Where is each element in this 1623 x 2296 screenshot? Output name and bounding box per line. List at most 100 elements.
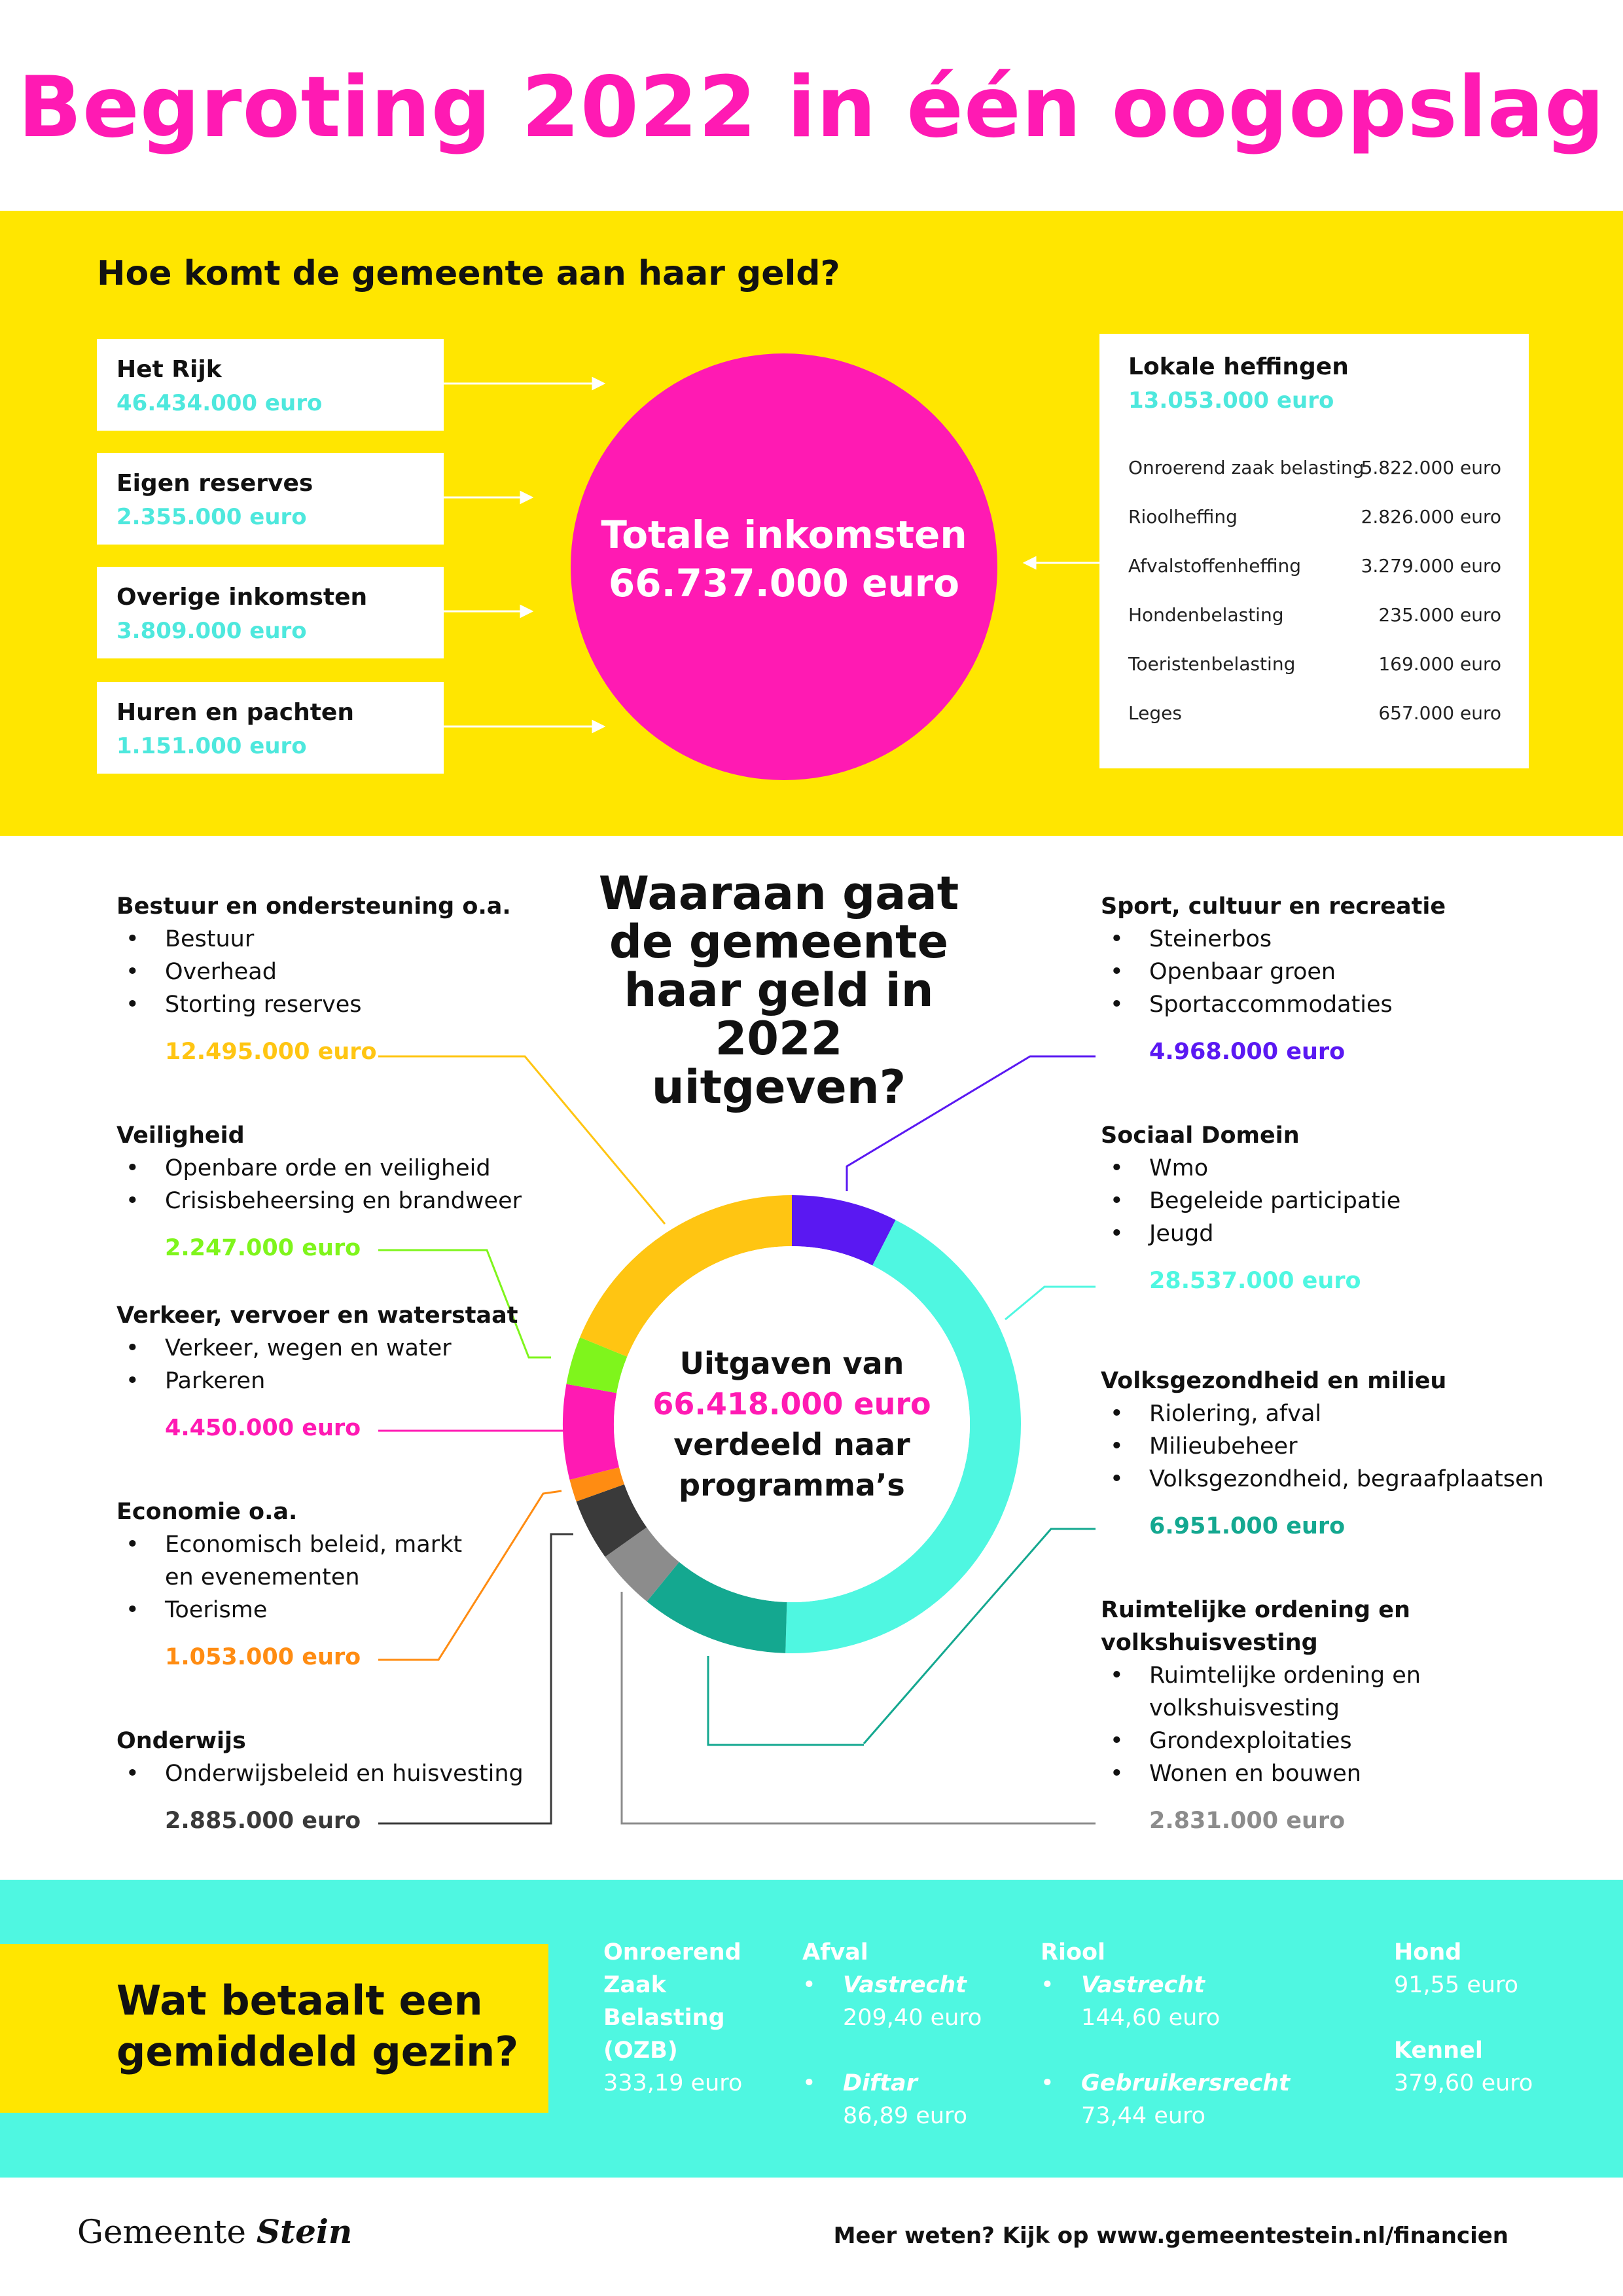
household-value: 144,60 euro xyxy=(1081,2005,1221,2031)
program-value: 28.537.000 euro xyxy=(1149,1268,1361,1294)
program-item: Begeleide participatie xyxy=(1101,1185,1400,1217)
program-item: Milieubeheer xyxy=(1101,1430,1544,1463)
heffingen-row-value: 5.822.000 euro xyxy=(1361,457,1501,478)
household-value: 86,89 euro xyxy=(843,2103,968,2129)
income-source-value: 3.809.000 euro xyxy=(116,618,307,644)
heffingen-row-label: Onroerend zaak belasting xyxy=(1128,457,1364,478)
income-source-label: Overige inkomsten xyxy=(116,584,368,611)
total-income-circle xyxy=(571,353,997,780)
donut-slice xyxy=(576,1484,647,1557)
program-item: Jeugd xyxy=(1101,1217,1400,1250)
donut-center-text: Uitgaven van 66.418.000 euro verdeeld na… xyxy=(628,1343,955,1505)
more-info-link[interactable]: Meer weten? Kijk op www.gemeentestein.nl… xyxy=(833,2223,1508,2249)
household-value: 91,55 euro xyxy=(1394,1972,1519,1998)
donut-slice xyxy=(566,1337,628,1393)
bullet: • xyxy=(802,2070,816,2096)
program-title: Volksgezondheid en milieu xyxy=(1101,1368,1447,1394)
household-label: Hond xyxy=(1394,1939,1462,1965)
bullet: • xyxy=(1041,1972,1054,1998)
program-title: Onderwijs xyxy=(116,1728,246,1754)
program-item: Ruimtelijke ordening en volkshuisvesting xyxy=(1101,1659,1424,1725)
household-value: 73,44 euro xyxy=(1081,2103,1206,2129)
program-value: 4.968.000 euro xyxy=(1149,1039,1346,1065)
expenses-heading-line: uitgeven? xyxy=(651,1060,906,1114)
bullet: • xyxy=(802,1972,816,1998)
program-sport: Sport, cultuur en recreatie Steinerbos O… xyxy=(1101,890,1446,1068)
program-value: 6.951.000 euro xyxy=(1149,1513,1346,1539)
income-source-eigen-reserves: Eigen reserves 2.355.000 euro xyxy=(97,453,444,545)
program-item: Steinerbos xyxy=(1101,923,1446,956)
program-item: Parkeren xyxy=(116,1365,518,1397)
household-sublabel: Diftar xyxy=(843,2070,918,2096)
leader-line xyxy=(378,1533,573,1825)
expenses-heading-line: de gemeente xyxy=(609,915,949,969)
leader-line xyxy=(1005,1285,1096,1321)
household-value: 379,60 euro xyxy=(1394,2070,1533,2096)
household-sublabel: Vastrecht xyxy=(843,1972,967,1998)
program-title: Sport, cultuur en recreatie xyxy=(1101,893,1446,920)
donut-center-line: Uitgaven van xyxy=(679,1346,904,1381)
donut-slices xyxy=(562,1195,1021,1653)
income-heading: Hoe komt de gemeente aan haar geld? xyxy=(97,254,840,293)
program-item: Riolering, afval xyxy=(1101,1397,1544,1430)
income-source-huren: Huren en pachten 1.151.000 euro xyxy=(97,682,444,774)
household-label: (OZB) xyxy=(603,2037,678,2064)
household-sublabel: Vastrecht xyxy=(1081,1972,1205,1998)
income-source-rijk: Het Rijk 46.434.000 euro xyxy=(97,339,444,431)
program-title: Veiligheid xyxy=(116,1122,245,1149)
program-value: 2.885.000 euro xyxy=(165,1808,361,1834)
leader-line xyxy=(378,1055,666,1225)
program-item: Sportaccommodaties xyxy=(1101,988,1446,1021)
household-value: 209,40 euro xyxy=(843,2005,982,2031)
total-income-value: 66.737.000 euro xyxy=(608,561,960,605)
income-source-value: 2.355.000 euro xyxy=(116,504,307,530)
donut-slice xyxy=(562,1384,620,1480)
donut-center-line: programma’s xyxy=(679,1467,905,1503)
program-item: Bestuur xyxy=(116,923,511,956)
household-heading-line: Wat betaalt een xyxy=(116,1977,483,2024)
leader-line xyxy=(707,1656,864,1746)
program-item: Toerisme xyxy=(116,1594,466,1626)
program-item: Wonen en bouwen xyxy=(1101,1757,1424,1790)
donut-center-line: verdeeld naar xyxy=(673,1427,910,1462)
heffingen-row-value: 657.000 euro xyxy=(1378,702,1501,724)
program-value: 1.053.000 euro xyxy=(165,1644,361,1670)
page-title: Begroting 2022 in één oogopslag xyxy=(18,59,1605,156)
household-sublabel: Gebruikersrecht xyxy=(1081,2070,1290,2096)
program-ruimtelijke-ordening: Ruimtelijke ordening en volkshuisvesting… xyxy=(1101,1594,1424,1837)
program-onderwijs: Onderwijs Onderwijsbeleid en huisvesting… xyxy=(116,1725,524,1837)
leader-line xyxy=(378,1249,551,1359)
household-riool: Riool •Vastrecht 144,60 euro •Gebruikers… xyxy=(1041,1936,1290,2132)
heffingen-row-label: Hondenbelasting xyxy=(1128,604,1284,626)
income-arrows xyxy=(444,376,1099,734)
household-ozb: Onroerend Zaak Belasting (OZB) 333,19 eu… xyxy=(603,1936,742,2100)
program-item: Grondexploitaties xyxy=(1101,1725,1424,1757)
program-veiligheid: Veiligheid Openbare orde en veiligheid C… xyxy=(116,1119,522,1265)
program-item: Wmo xyxy=(1101,1152,1400,1185)
program-item: Verkeer, wegen en water xyxy=(116,1332,518,1365)
program-sociaal: Sociaal Domein Wmo Begeleide participati… xyxy=(1101,1119,1400,1297)
gemeente-stein-logo: Gemeente Stein xyxy=(77,2212,352,2251)
donut-slice xyxy=(785,1219,1021,1653)
heffingen-box xyxy=(1099,334,1529,768)
logo-prefix: Gemeente xyxy=(77,2213,247,2251)
heffingen-row-label: Toeristenbelasting xyxy=(1128,653,1296,675)
program-value: 2.247.000 euro xyxy=(165,1235,361,1261)
program-item: Crisisbeheersing en brandweer xyxy=(116,1185,522,1217)
total-income-text: Totale inkomsten 66.737.000 euro xyxy=(571,511,997,607)
heffingen-row-value: 3.279.000 euro xyxy=(1361,555,1501,577)
program-item: Volksgezondheid, begraafplaatsen xyxy=(1101,1463,1544,1496)
program-item: Storting reserves xyxy=(116,988,511,1021)
household-heading-box xyxy=(0,1944,548,2113)
leader-lines xyxy=(378,1055,1096,1825)
total-income-label: Totale inkomsten xyxy=(601,512,967,557)
donut-hole xyxy=(614,1246,970,1602)
program-item: Overhead xyxy=(116,956,511,988)
donut-slice xyxy=(605,1527,679,1602)
donut-slice xyxy=(792,1195,896,1266)
